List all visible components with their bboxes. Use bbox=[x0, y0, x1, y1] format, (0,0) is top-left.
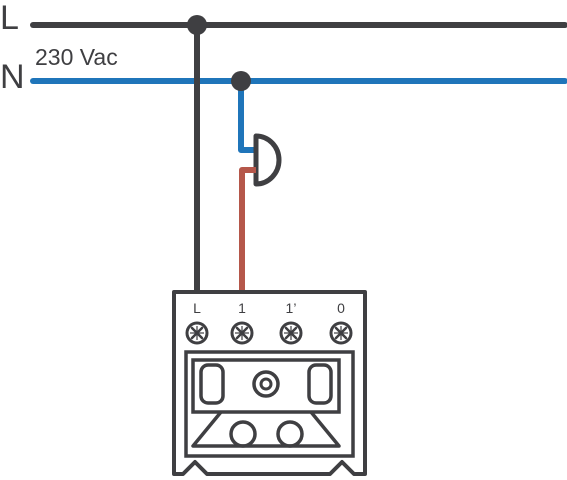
center-knob bbox=[252, 370, 280, 398]
screw-terminal-1-icon bbox=[230, 321, 254, 345]
switched-wire bbox=[239, 167, 256, 296]
lamp-icon bbox=[253, 133, 282, 187]
terminal-label-1: 1 bbox=[238, 300, 246, 316]
rocker-panel bbox=[191, 358, 341, 414]
screw-terminal-1-prime-icon bbox=[279, 321, 303, 345]
neutral-junction-dot bbox=[231, 71, 251, 91]
bottom-right-hole bbox=[276, 420, 304, 448]
mechanism-frame bbox=[184, 350, 355, 458]
wall-switch-icon: L 1 1’ 0 bbox=[172, 290, 367, 476]
voltage-label: 230 Vac bbox=[35, 44, 118, 70]
neutral-drop-wire bbox=[238, 81, 256, 153]
left-slot bbox=[199, 363, 225, 405]
lower-trapezoid bbox=[191, 410, 341, 448]
terminal-label-1-prime: 1’ bbox=[286, 300, 297, 316]
screw-terminal-l-icon bbox=[185, 321, 209, 345]
center-knob-inner bbox=[259, 377, 273, 391]
terminal-label-l: L bbox=[193, 300, 201, 316]
screw-terminal-0-icon bbox=[329, 321, 353, 345]
right-slot bbox=[307, 363, 333, 405]
neutral-line-label: N bbox=[0, 58, 25, 96]
terminal-label-0: 0 bbox=[337, 300, 345, 316]
live-line-label: L bbox=[0, 0, 19, 37]
live-junction-dot bbox=[187, 15, 207, 35]
bottom-left-hole bbox=[229, 420, 257, 448]
